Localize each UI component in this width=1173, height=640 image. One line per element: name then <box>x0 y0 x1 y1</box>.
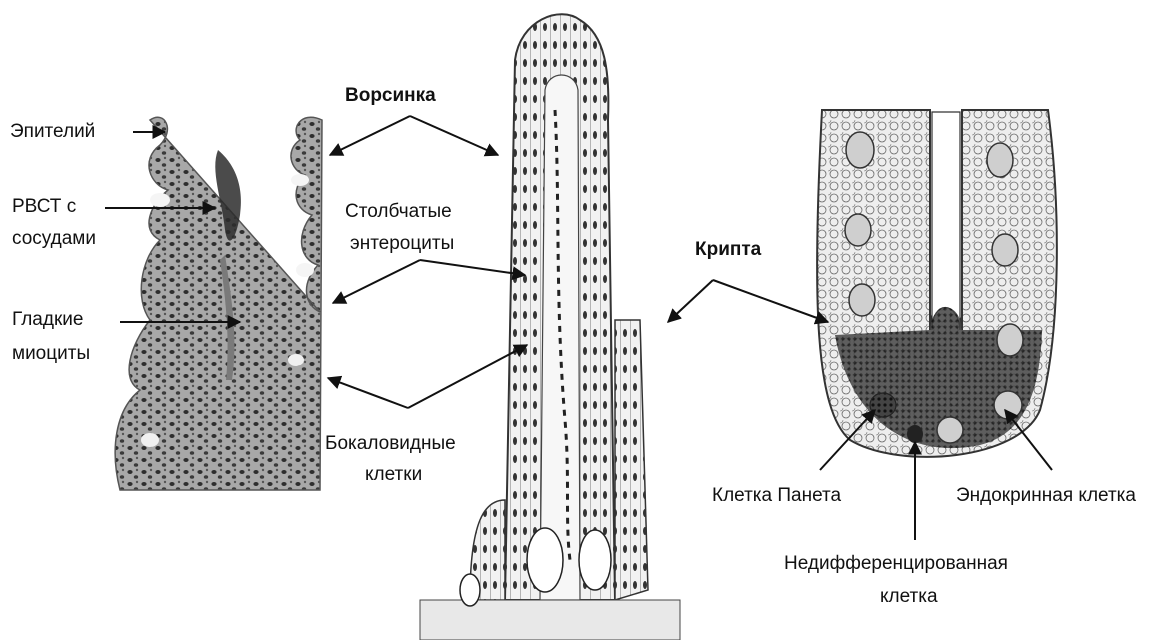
crypt-arrow-left <box>668 280 713 322</box>
columnar-enterocytes-label-line1: Столбчатые <box>345 200 452 223</box>
smooth-muscle-label-line2: миоциты <box>12 342 90 365</box>
villus-arrow-right <box>410 116 498 155</box>
paneth-cell-label: Клетка Панета <box>712 484 841 507</box>
columnar-enterocytes-label-line2: энтероциты <box>350 232 454 255</box>
villus-label: Ворсинка <box>345 84 436 107</box>
goblet-cells-label-line2: клетки <box>365 463 422 486</box>
undifferentiated-cell-label-line1: Недифференцированная <box>784 552 1008 575</box>
villus-drawing <box>420 14 680 640</box>
endocrine-cell-label: Эндокринная клетка <box>956 484 1136 507</box>
columnar-arrow-left <box>333 260 420 303</box>
smooth-muscle-label-line1: Гладкие <box>12 308 83 331</box>
epithelium-label: Эпителий <box>10 120 95 143</box>
crypt-arrow-right <box>713 280 828 322</box>
columnar-arrow-right <box>420 260 525 275</box>
goblet-arrow-left <box>328 378 408 408</box>
undifferentiated-cell-label-line2: клетка <box>880 585 938 608</box>
crypt-label: Крипта <box>695 238 761 261</box>
crypt-drawing <box>817 110 1057 457</box>
goblet-cells-label-line1: Бокаловидные <box>325 432 456 455</box>
micrograph-villus-image <box>115 117 322 490</box>
villus-arrow-left <box>330 116 410 155</box>
rvst-label-line2: сосудами <box>12 227 96 250</box>
rvst-label-line1: РВСТ с <box>12 195 76 218</box>
